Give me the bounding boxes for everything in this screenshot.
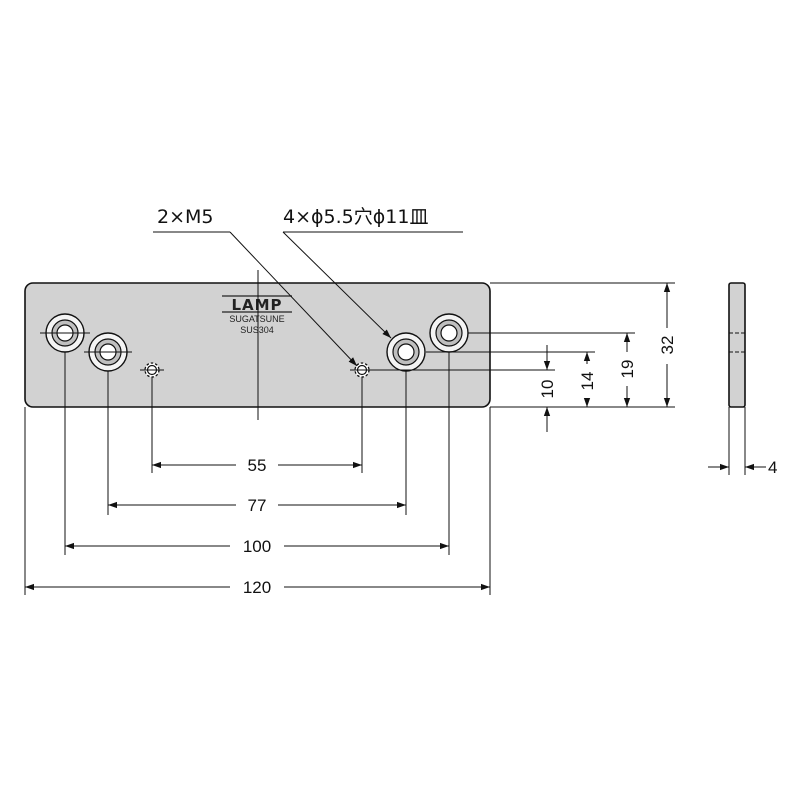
callout-tapped-holes-label: 2×M5 xyxy=(157,206,214,228)
dimension-19-label: 19 xyxy=(618,360,637,379)
dimension-10-label: 10 xyxy=(538,380,557,399)
side-view-body xyxy=(728,282,746,408)
dimension-32-label: 32 xyxy=(658,336,677,355)
dimension-55-label: 55 xyxy=(248,456,267,475)
dimension-120-label: 120 xyxy=(243,578,271,597)
vertical-extension-lines xyxy=(370,282,675,408)
dimension-thickness-label: 4 xyxy=(768,458,777,477)
stamp-material: SUS304 xyxy=(240,325,274,335)
dimension-19: 19 xyxy=(617,333,637,407)
callout-tapped-holes: 2×M5 xyxy=(153,206,358,367)
dimension-100-label: 100 xyxy=(243,537,271,556)
plate-front-view: LAMP SUGATSUNE SUS304 xyxy=(24,270,491,420)
callout-countersunk-holes: 4×ϕ5.5穴ϕ11皿 xyxy=(282,206,463,339)
dimension-10: 10 xyxy=(535,345,559,432)
dimension-77-label: 77 xyxy=(248,496,267,515)
callout-countersunk-holes-label: 4×ϕ5.5穴ϕ11皿 xyxy=(283,206,428,228)
plate-side-view xyxy=(728,282,746,475)
extension-lines xyxy=(24,352,491,595)
stamp-logo: LAMP SUGATSUNE SUS304 xyxy=(222,295,292,335)
stamp-maker: SUGATSUNE xyxy=(229,314,284,324)
countersunk-hole xyxy=(386,332,426,372)
dimension-14-label: 14 xyxy=(578,372,597,391)
dimension-55: 55 xyxy=(152,452,362,476)
dimension-77: 77 xyxy=(108,492,406,516)
dimension-32: 32 xyxy=(657,283,677,407)
countersunk-hole xyxy=(429,313,469,353)
dimension-100: 100 xyxy=(65,533,449,557)
dimension-120: 120 xyxy=(25,574,490,598)
dimension-14: 14 xyxy=(577,352,597,407)
stamp-brand: LAMP xyxy=(231,296,282,314)
dimension-thickness: 4 xyxy=(708,458,777,477)
